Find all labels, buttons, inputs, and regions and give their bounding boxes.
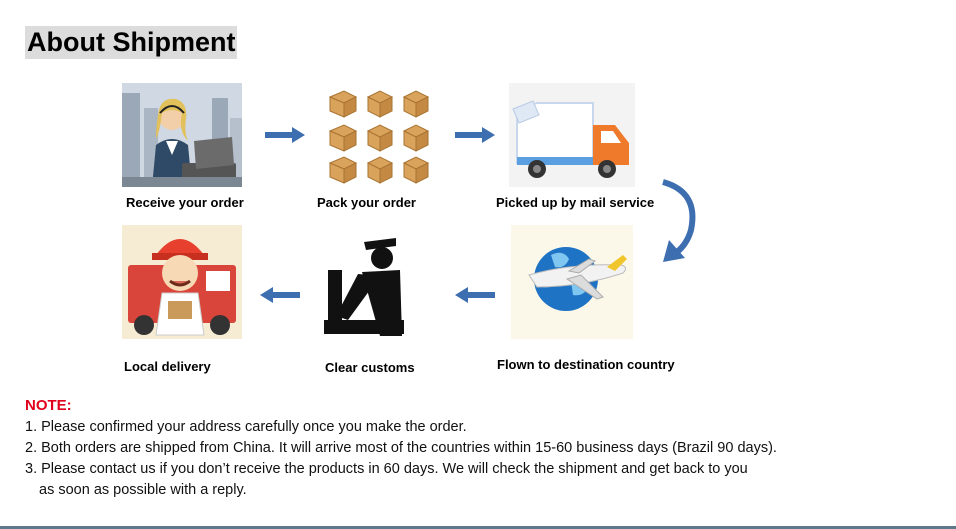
packed-boxes-icon xyxy=(322,83,442,187)
courier-icon xyxy=(122,225,242,339)
bottom-divider xyxy=(0,526,956,529)
step-label-picked-up: Picked up by mail service xyxy=(496,195,655,210)
page-title: About Shipment xyxy=(25,26,238,59)
note-line-1: 1. Please confirmed your address careful… xyxy=(25,419,467,435)
step-label-pack-order: Pack your order xyxy=(317,195,416,210)
step-label-receive-order: Receive your order xyxy=(126,195,244,210)
note-line-3: 3. Please contact us if you don’t receiv… xyxy=(25,461,748,477)
step-label-clear-customs: Clear customs xyxy=(325,360,415,375)
arrow-left-icon xyxy=(260,287,300,303)
step-label-flown: Flown to destination country xyxy=(497,357,675,372)
note-line-4: as soon as possible with a reply. xyxy=(39,482,247,498)
arrow-left-icon xyxy=(455,287,495,303)
arrow-right-icon xyxy=(265,127,305,143)
step-label-local-delivery: Local delivery xyxy=(124,359,211,374)
customs-officer-icon xyxy=(322,232,426,340)
airplane-globe-icon xyxy=(511,225,633,339)
curved-arrow-icon xyxy=(662,179,696,262)
arrow-right-icon xyxy=(455,127,495,143)
note-line-2: 2. Both orders are shipped from China. I… xyxy=(25,440,777,456)
customer-service-agent-icon xyxy=(122,83,242,187)
note-heading: NOTE: xyxy=(25,397,72,414)
delivery-truck-icon xyxy=(509,83,635,187)
